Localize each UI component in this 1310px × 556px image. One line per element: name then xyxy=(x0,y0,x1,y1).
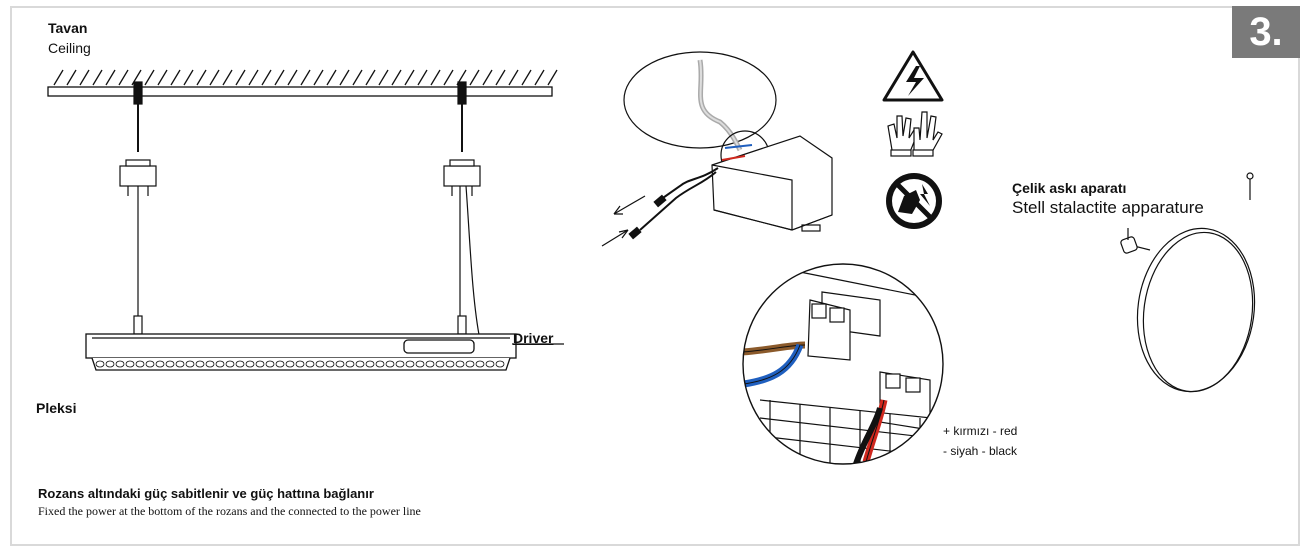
no-touch-icon xyxy=(886,173,942,229)
driver-callout xyxy=(601,51,833,247)
ceiling-hatch xyxy=(53,69,558,86)
terminal-detail xyxy=(742,263,944,465)
high-voltage-warning-icon xyxy=(882,50,944,102)
driver-label: Driver xyxy=(513,330,554,346)
steel-label-en: Stell stalactite apparature xyxy=(1012,198,1204,217)
steel-cable xyxy=(1120,172,1256,393)
steel-label-tr: Çelik askı aparatı xyxy=(1012,180,1127,196)
led-row xyxy=(95,360,505,368)
luminaire xyxy=(85,333,564,371)
gloves-icon xyxy=(887,111,943,157)
ceiling xyxy=(47,69,558,97)
polarity-black-label: - siyah - black xyxy=(943,444,1018,458)
step-badge: 3. xyxy=(1232,6,1300,58)
ceiling-label-tr: Tavan xyxy=(48,20,88,36)
pleksi-label: Pleksi xyxy=(36,400,77,416)
suspension-right xyxy=(443,81,513,346)
ceiling-label-en: Ceiling xyxy=(48,40,91,56)
caption-tr: Rozans altındaki güç sabitlenir ve güç h… xyxy=(38,486,374,501)
caption-en: Fixed the power at the bottom of the roz… xyxy=(38,504,421,518)
polarity-red-label: + kırmızı - red xyxy=(943,424,1018,438)
suspension-left xyxy=(119,81,157,335)
